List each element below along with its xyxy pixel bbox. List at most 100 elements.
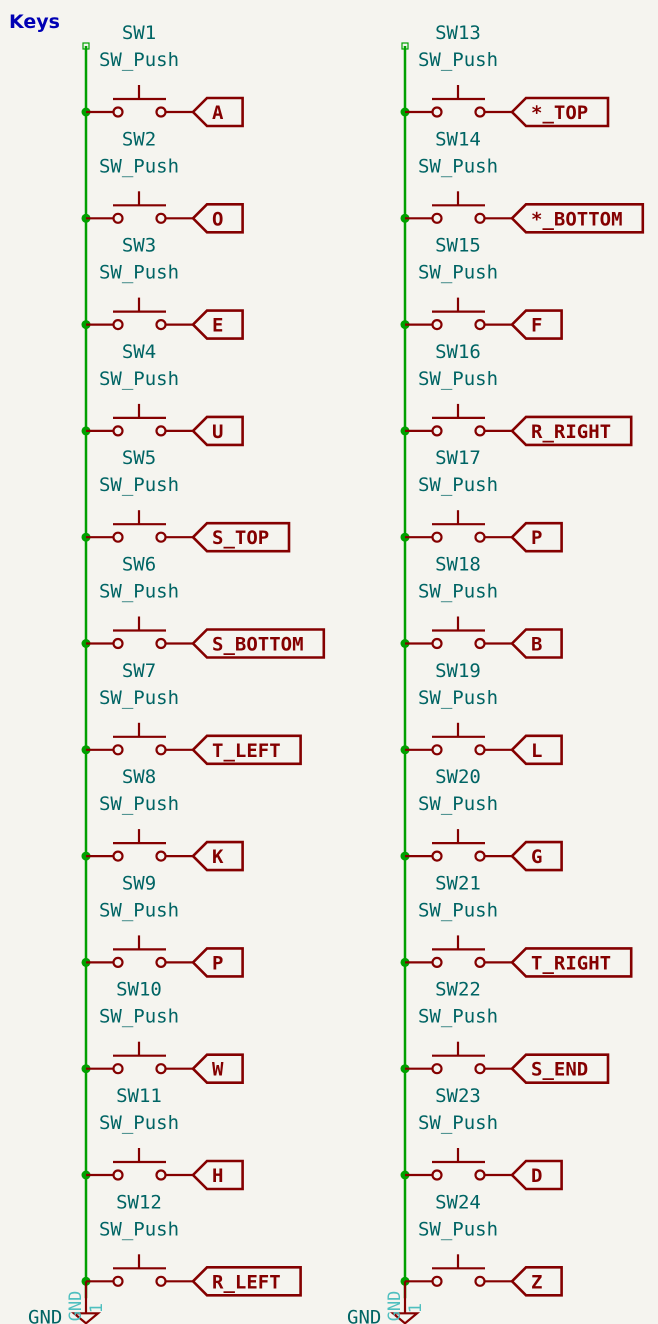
- net-label[interactable]: S_END: [510, 1053, 610, 1084]
- contact-left: [431, 744, 443, 756]
- contact-right: [474, 637, 486, 650]
- switch-reference: SW23: [435, 1085, 481, 1107]
- net-label[interactable]: P: [191, 947, 244, 978]
- contact-left: [112, 956, 124, 969]
- contact-left: [112, 106, 124, 118]
- net-label[interactable]: *_BOTTOM: [510, 203, 645, 234]
- net-label[interactable]: G: [510, 840, 563, 872]
- switch-value: SW_Push: [418, 793, 498, 815]
- net-label[interactable]: L: [510, 734, 563, 766]
- contact-right: [474, 319, 486, 331]
- switch-value: SW_Push: [99, 155, 179, 177]
- contact-right: [474, 850, 486, 862]
- switch-reference: SW20: [435, 766, 481, 788]
- net-label[interactable]: S_TOP: [191, 521, 291, 553]
- contact-right: [155, 1275, 167, 1287]
- net-label[interactable]: T_RIGHT: [510, 947, 633, 978]
- wire-end-marker: [82, 42, 90, 50]
- contact-left: [431, 212, 443, 224]
- switch-value: SW_Push: [418, 474, 498, 496]
- switch-value: SW_Push: [418, 368, 498, 390]
- net-label-text: R_RIGHT: [531, 421, 611, 443]
- net-label[interactable]: Z: [510, 1266, 563, 1297]
- contact-right: [474, 1169, 486, 1181]
- net-label-text: W: [212, 1059, 224, 1081]
- net-label-flag: [510, 309, 563, 340]
- net-label[interactable]: R_LEFT: [191, 1266, 302, 1297]
- contact-left: [431, 1063, 443, 1075]
- switch-column-1: SW1SW_PushASW2SW_PushOSW3SW_PushESW4SW_P…: [28, 22, 326, 1324]
- net-label[interactable]: K: [191, 840, 244, 872]
- contact-right: [155, 319, 167, 331]
- net-label[interactable]: O: [191, 203, 244, 234]
- net-label[interactable]: U: [191, 415, 244, 447]
- contact-right: [155, 956, 167, 969]
- net-label-text: Z: [531, 1271, 542, 1293]
- switch-value: SW_Push: [99, 1218, 179, 1240]
- switch-value: SW_Push: [99, 1006, 179, 1028]
- contact-left: [431, 531, 443, 543]
- switch-value: SW_Push: [99, 262, 179, 284]
- switch-value: SW_Push: [99, 1112, 179, 1134]
- net-label[interactable]: R_RIGHT: [510, 415, 633, 447]
- switch-value: SW_Push: [418, 1112, 498, 1134]
- net-label[interactable]: F: [510, 309, 563, 340]
- net-label[interactable]: S_BOTTOM: [191, 628, 326, 659]
- net-label[interactable]: T_LEFT: [191, 734, 302, 766]
- net-label-flag: [191, 628, 326, 659]
- switch-value: SW_Push: [418, 155, 498, 177]
- switch-value: SW_Push: [418, 262, 498, 284]
- net-label[interactable]: W: [191, 1053, 244, 1084]
- net-label-flag: [510, 1053, 610, 1084]
- net-label-text: F: [531, 315, 542, 337]
- switch-reference: SW9: [122, 872, 156, 894]
- net-label[interactable]: A: [191, 96, 244, 128]
- switch-columns: SW1SW_PushASW2SW_PushOSW3SW_PushESW4SW_P…: [28, 22, 645, 1324]
- net-label[interactable]: P: [510, 521, 563, 553]
- net-label[interactable]: D: [510, 1159, 563, 1191]
- net-label-flag: [510, 628, 563, 659]
- switch-reference: SW2: [122, 128, 156, 150]
- net-label[interactable]: H: [191, 1159, 244, 1191]
- net-label-text: K: [212, 846, 224, 868]
- net-label[interactable]: *_TOP: [510, 96, 610, 128]
- contact-left: [431, 956, 443, 969]
- net-label[interactable]: E: [191, 309, 244, 340]
- net-label[interactable]: B: [510, 628, 563, 659]
- switch-reference: SW1: [122, 22, 156, 44]
- switch-reference: SW6: [122, 554, 156, 576]
- contact-right: [155, 531, 167, 543]
- switch-reference: SW22: [435, 979, 481, 1001]
- gnd-label: GND: [347, 1306, 381, 1324]
- contact-left: [431, 425, 443, 437]
- contact-right: [474, 531, 486, 543]
- sheet-title[interactable]: Keys: [9, 11, 60, 33]
- contact-left: [431, 106, 443, 118]
